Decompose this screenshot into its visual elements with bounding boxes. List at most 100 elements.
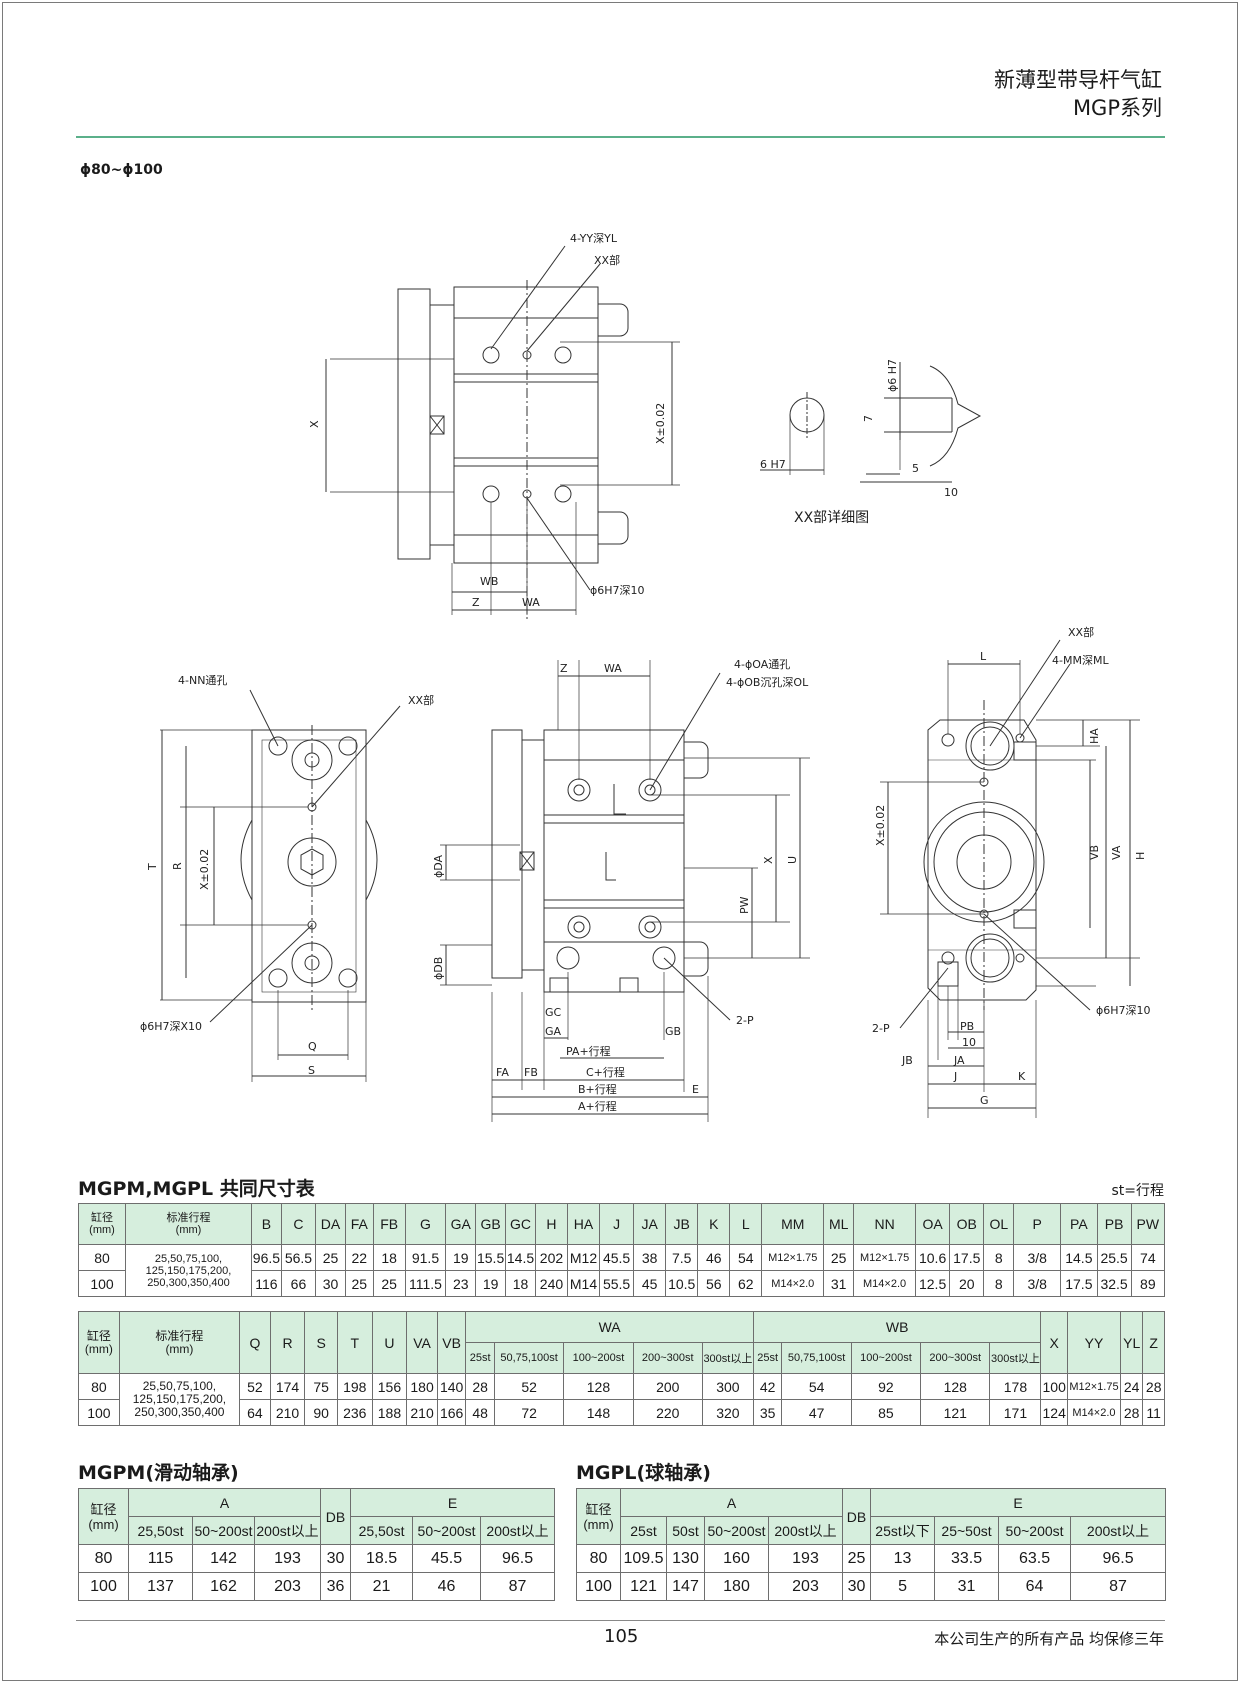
col-bore: 缸径(mm) (576, 1488, 621, 1545)
table-cell: 21 (350, 1572, 414, 1601)
table-cell: 14.5 (505, 1244, 536, 1271)
table3-title: MGPM(滑动轴承) (78, 1462, 239, 1484)
table4-title: MGPL(球轴承) (576, 1462, 711, 1484)
table-cell: 52 (239, 1373, 271, 1400)
table-cell: 178 (989, 1373, 1042, 1400)
label-xx-left: XX部 (408, 693, 434, 707)
label-wa-top: WA (522, 596, 540, 609)
table-cell: M14 (566, 1270, 601, 1297)
label-4nn: 4-NN通孔 (178, 674, 227, 687)
col-x: X (1040, 1311, 1068, 1374)
label-ja: JA (953, 1054, 965, 1067)
xx-detail-drawing (760, 362, 982, 483)
table-cell: 45.5 (599, 1244, 635, 1271)
table-cell: 30 (315, 1270, 346, 1297)
table-cell: 137 (128, 1572, 193, 1601)
label-r: R (171, 862, 184, 870)
detail-caption: XX部详细图 (794, 510, 869, 526)
header-rule (76, 136, 1165, 138)
table-cell: 45.5 (412, 1544, 482, 1573)
table-cell: 17.5 (949, 1244, 985, 1271)
table-cell: M12×1.75 (761, 1244, 825, 1271)
table-cell: 31 (934, 1572, 1000, 1601)
table-cell: 140 (436, 1373, 467, 1400)
label-c: C+行程 (586, 1066, 625, 1079)
label-k: K (1018, 1070, 1026, 1083)
table-cell: 46 (412, 1572, 482, 1601)
table-cell: 116 (250, 1270, 282, 1297)
table-cell: 121 (620, 1572, 667, 1601)
a-sub-0: 25,50st (128, 1516, 193, 1545)
table-cell: 10.5 (665, 1270, 699, 1297)
table-cell: 75 (304, 1373, 338, 1400)
table-cell: 87 (1070, 1572, 1167, 1601)
table-cell: 203 (253, 1572, 322, 1601)
table-cell: 130 (666, 1544, 705, 1573)
label-x-top: X (308, 420, 321, 428)
table-cell: 25 (823, 1244, 855, 1271)
stroke-cell: 25,50,75,100,125,150,175,200,250,300,350… (124, 1244, 252, 1297)
table-cell: 300 (701, 1373, 754, 1400)
label-xx-top: XX部 (594, 253, 620, 267)
middle-view-drawing (440, 660, 810, 1122)
table-cell: 148 (563, 1399, 634, 1426)
col-oa: OA (915, 1203, 951, 1245)
label-h: H (1134, 852, 1147, 860)
label-pa: PA+行程 (566, 1045, 611, 1058)
table-cell: 18.5 (350, 1544, 414, 1573)
label-pw: PW (738, 896, 751, 914)
label-gc: GC (545, 1006, 562, 1019)
table-cell: 96.5 (250, 1244, 282, 1271)
table-cell: 18 (505, 1270, 536, 1297)
table-cell: 30 (320, 1544, 352, 1573)
table-cell: 80 (576, 1544, 621, 1573)
table-cell: 92 (850, 1373, 922, 1400)
table-cell: 147 (666, 1572, 705, 1601)
table-cell: 10.6 (915, 1244, 951, 1271)
table1-title: MGPM,MGPL 共同尺寸表 (78, 1178, 315, 1200)
label-detail-7: 7 (862, 415, 875, 422)
table-cell: 13 (870, 1544, 936, 1573)
a-sub-2: 200st以上 (253, 1516, 322, 1545)
col-k: K (697, 1203, 731, 1245)
col-j: J (599, 1203, 635, 1245)
table-cell: 18 (372, 1244, 406, 1271)
col-stroke: 标准行程(mm) (118, 1311, 241, 1374)
col-bore: 缸径(mm) (78, 1311, 120, 1374)
table-cell: 210 (406, 1399, 438, 1426)
bore-cell: 100 (78, 1399, 120, 1426)
label-fb: FB (524, 1066, 538, 1079)
col-fa: FA (344, 1203, 374, 1245)
table-cell: 66 (280, 1270, 317, 1297)
table-cell: 31 (823, 1270, 855, 1297)
table-cell: 121 (920, 1399, 991, 1426)
a-sub-2: 50~200st (704, 1516, 769, 1545)
table-cell: 3/8 (1013, 1270, 1062, 1297)
bore-range: ϕ80~ϕ100 (80, 162, 163, 178)
header-series: MGP系列 (1072, 96, 1162, 120)
table-cell: 33.5 (934, 1544, 1000, 1573)
table-cell: 35 (752, 1399, 783, 1426)
label-b: B+行程 (578, 1083, 617, 1096)
table-cell: 56 (697, 1270, 731, 1297)
col-b: B (250, 1203, 282, 1245)
table-cell: 63.5 (998, 1544, 1072, 1573)
table-cell: 202 (534, 1244, 568, 1271)
table-cell: 180 (406, 1373, 438, 1400)
label-6h7: 6 H7 (760, 458, 786, 471)
col-yy: YY (1066, 1311, 1121, 1374)
table-cell: 74 (1130, 1244, 1166, 1271)
label-vb: VB (1088, 845, 1101, 860)
e-sub-2: 50~200st (998, 1516, 1072, 1545)
label-pb: PB (960, 1020, 974, 1033)
table-cell: 48 (465, 1399, 495, 1426)
table-cell: 85 (850, 1399, 922, 1426)
table-cell: 25.5 (1096, 1244, 1132, 1271)
table-cell: 24 (1119, 1373, 1144, 1400)
wa-sub-100: 100~200st (563, 1342, 634, 1374)
table-cell: 11 (1142, 1399, 1165, 1426)
